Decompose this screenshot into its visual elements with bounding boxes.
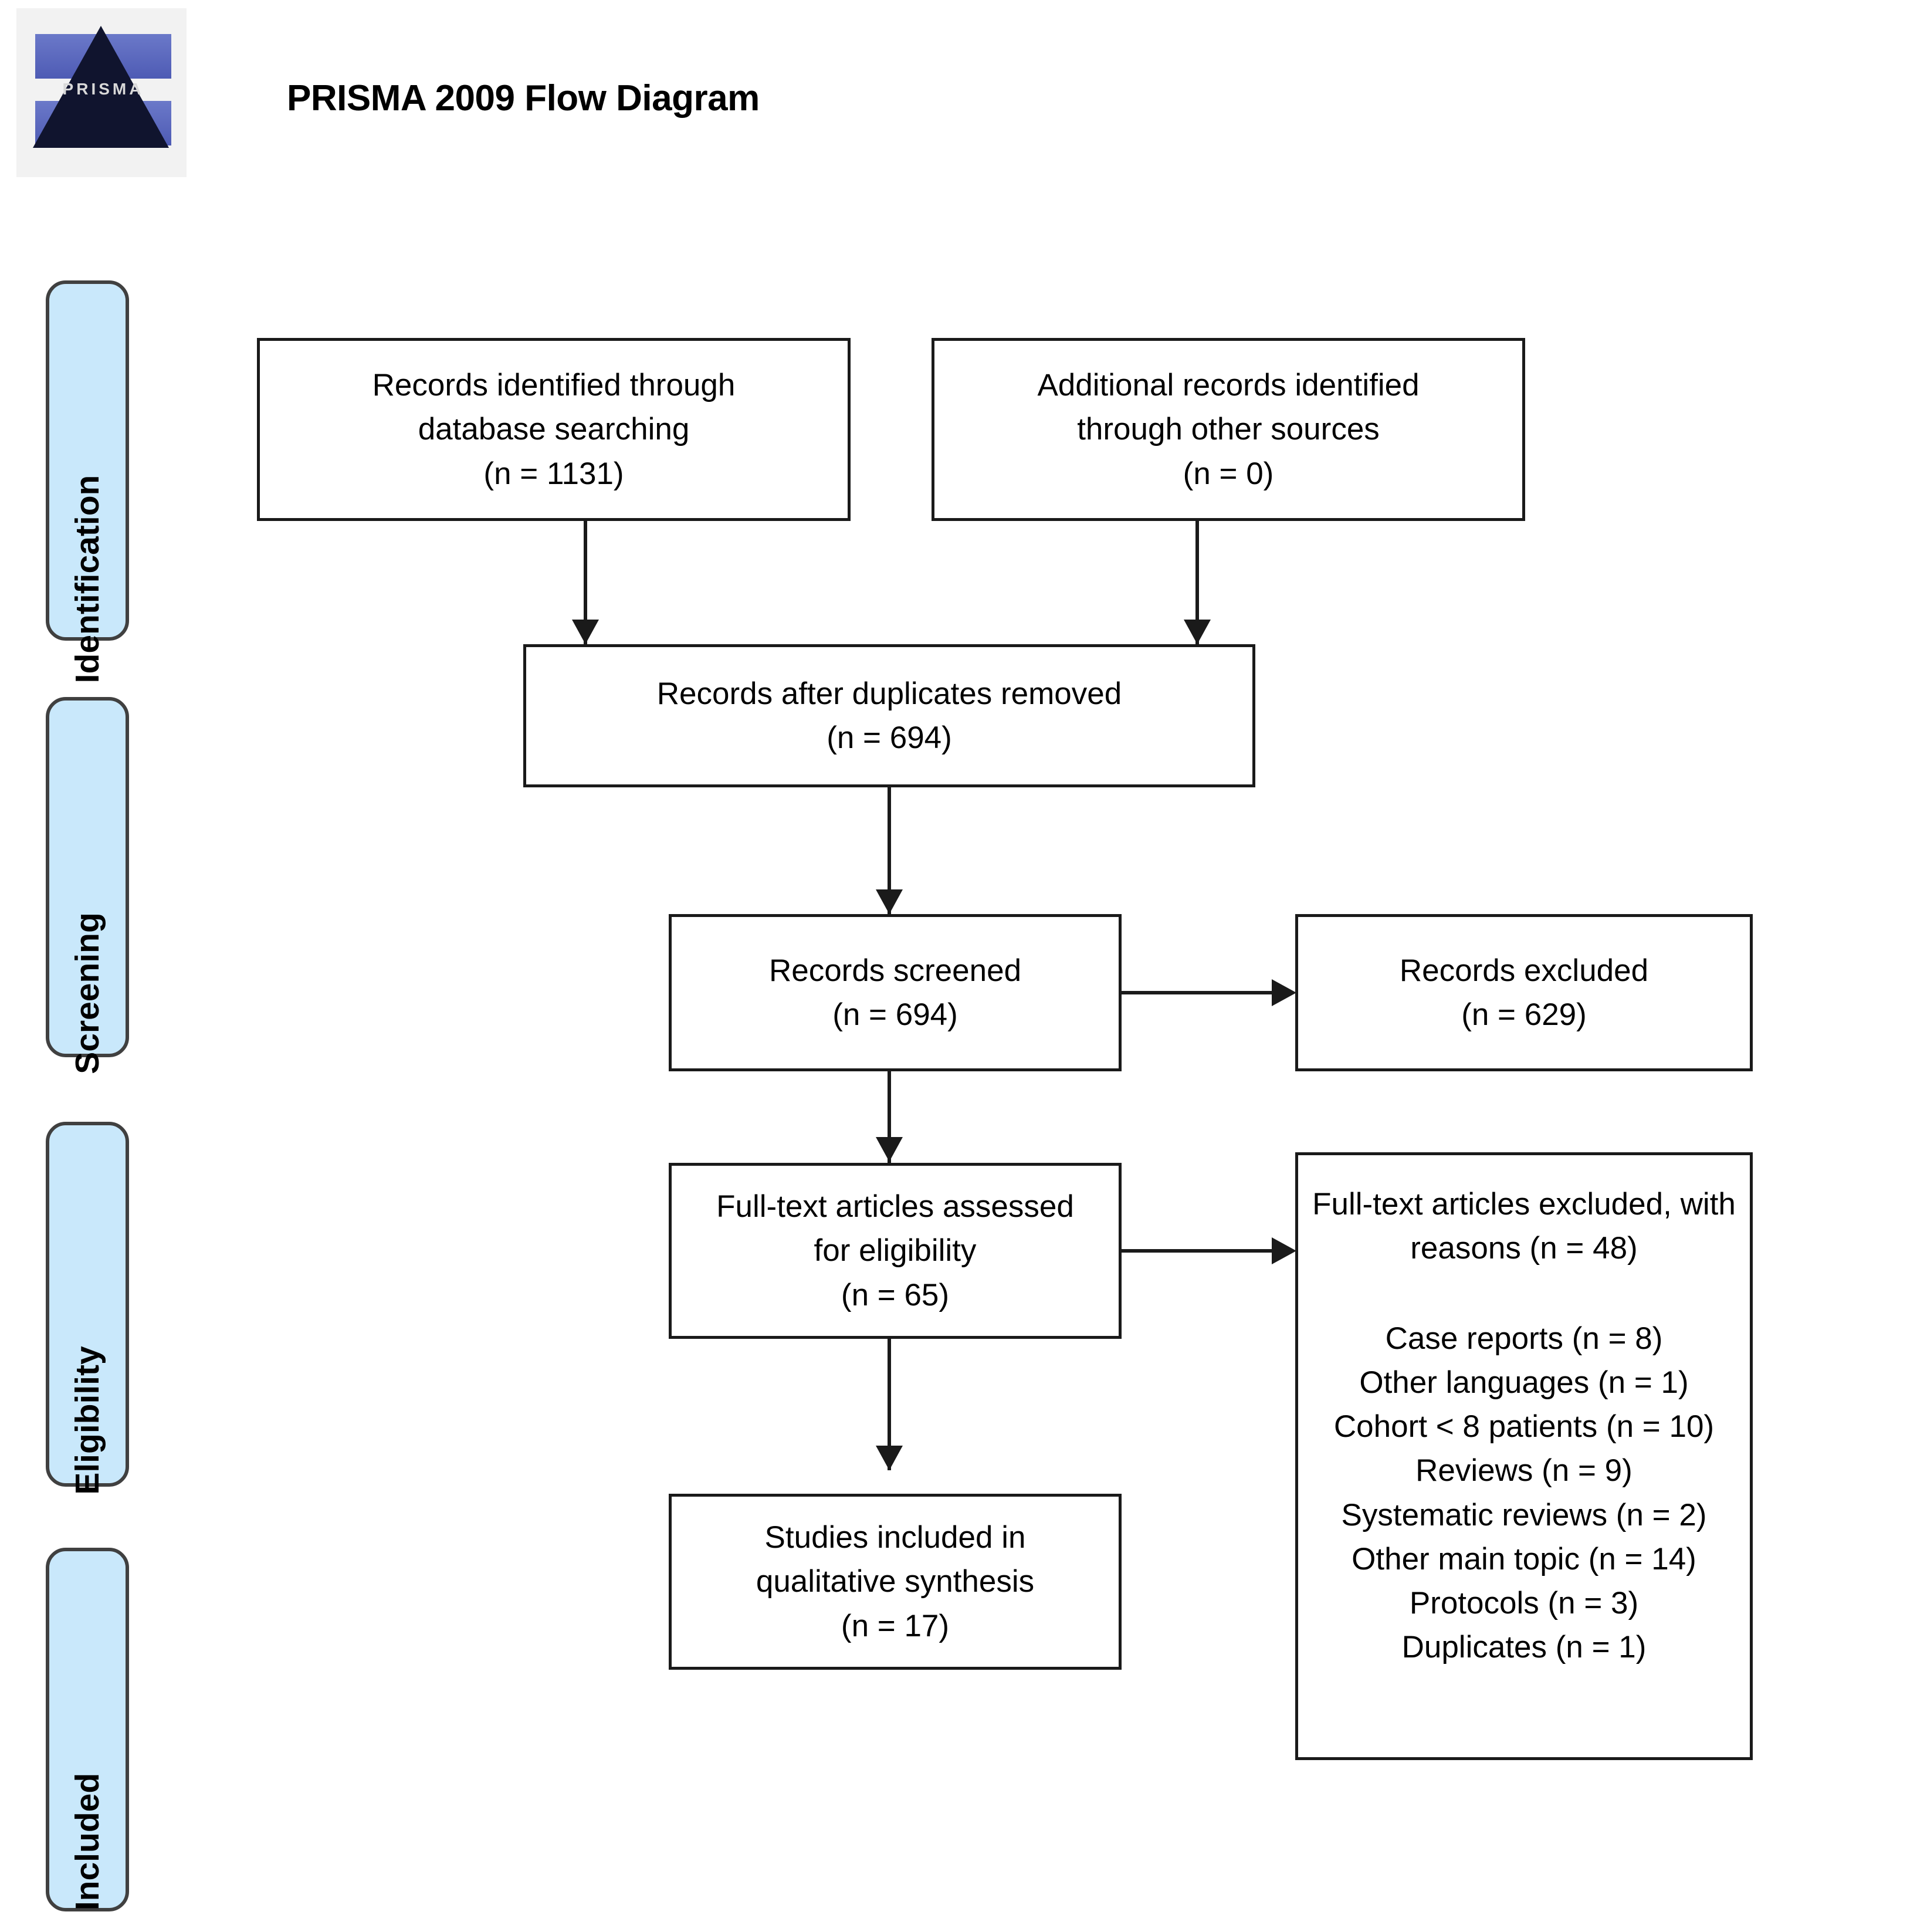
stage-label-eligibility: Eligibility (46, 1122, 129, 1495)
connector-line (888, 1339, 891, 1470)
exclusion-reason-item: Case reports (n = 8) (1385, 1321, 1663, 1356)
connector-arrowhead (876, 1446, 903, 1470)
exclusion-reason-item: Other languages (n = 1) (1359, 1365, 1689, 1400)
connector-line (584, 521, 587, 644)
box-line: Records screened (768, 953, 1022, 988)
box-fulltext-excluded-with-reasons: Full-text articles excluded, with reason… (1295, 1152, 1753, 1760)
box-line: for eligibility (814, 1233, 977, 1268)
box-line: Records after duplicates removed (656, 676, 1122, 711)
box-count: (n = 0) (1183, 456, 1274, 491)
connector-arrowhead (1272, 979, 1296, 1006)
connector-line (888, 1071, 891, 1163)
box-line: qualitative synthesis (756, 1564, 1035, 1599)
stage-label-screening-text: Screening (69, 912, 106, 1074)
box-line: Studies included in (764, 1520, 1026, 1555)
box-line: Records excluded (1399, 953, 1649, 988)
connector-arrowhead (572, 620, 599, 644)
box-studies-included-qualitative-synthesis: Studies included in qualitative synthesi… (669, 1494, 1122, 1670)
box-records-after-duplicates-removed: Records after duplicates removed (n = 69… (523, 644, 1255, 787)
connector-line (1122, 1249, 1275, 1253)
exclusion-reason-item: Cohort < 8 patients (n = 10) (1333, 1409, 1715, 1444)
box-fulltext-assessed-for-eligibility: Full-text articles assessed for eligibil… (669, 1163, 1122, 1339)
box-count: (n = 694) (827, 720, 952, 755)
stage-label-included-text: Included (69, 1772, 106, 1911)
logo-triangle-icon (33, 26, 169, 148)
stage-label-screening: Screening (46, 697, 129, 1074)
box-count: (n = 629) (1461, 997, 1587, 1032)
exclusion-reason-item: Other main topic (n = 14) (1352, 1541, 1696, 1576)
connector-line (888, 787, 891, 914)
reasons-heading-count: reasons (n = 48) (1410, 1231, 1638, 1266)
connector-arrowhead (1272, 1237, 1296, 1264)
stage-label-identification: Identification (46, 280, 129, 683)
box-records-identified-database: Records identified through database sear… (257, 338, 851, 521)
page-title: PRISMA 2009 Flow Diagram (287, 78, 760, 119)
stage-label-eligibility-text: Eligibility (69, 1346, 106, 1495)
box-line: through other sources (1077, 412, 1380, 447)
box-line: Additional records identified (1037, 368, 1420, 403)
stage-label-identification-text: Identification (69, 475, 106, 684)
box-count: (n = 694) (832, 997, 958, 1032)
connector-arrowhead (876, 1137, 903, 1162)
box-line: Records identified through (372, 368, 736, 403)
exclusion-reason-list: Case reports (n = 8) Other languages (n … (1334, 1317, 1714, 1670)
exclusion-reason-item: Protocols (n = 3) (1409, 1586, 1639, 1620)
connector-line (1195, 521, 1199, 644)
box-count: (n = 17) (841, 1608, 950, 1643)
connector-arrowhead (1184, 620, 1211, 644)
exclusion-reason-item: Duplicates (n = 1) (1401, 1630, 1647, 1665)
exclusion-reason-item: Reviews (n = 9) (1415, 1453, 1633, 1488)
exclusion-reason-item: Systematic reviews (n = 2) (1341, 1497, 1707, 1532)
box-count: (n = 65) (841, 1277, 950, 1312)
box-count: (n = 1131) (483, 456, 624, 491)
box-additional-records-other-sources: Additional records identified through ot… (932, 338, 1525, 521)
reasons-heading-line: Full-text articles excluded, with (1312, 1187, 1736, 1222)
prisma-logo: PRISMA (16, 8, 187, 177)
reasons-heading: Full-text articles excluded, with reason… (1312, 1182, 1736, 1271)
box-line: database searching (418, 412, 690, 447)
box-records-screened: Records screened (n = 694) (669, 914, 1122, 1071)
stage-label-included: Included (46, 1548, 129, 1911)
connector-arrowhead (876, 889, 903, 914)
box-records-excluded: Records excluded (n = 629) (1295, 914, 1753, 1071)
logo-wordmark: PRISMA (62, 80, 144, 98)
connector-line (1122, 991, 1275, 994)
box-line: Full-text articles assessed (716, 1189, 1074, 1224)
